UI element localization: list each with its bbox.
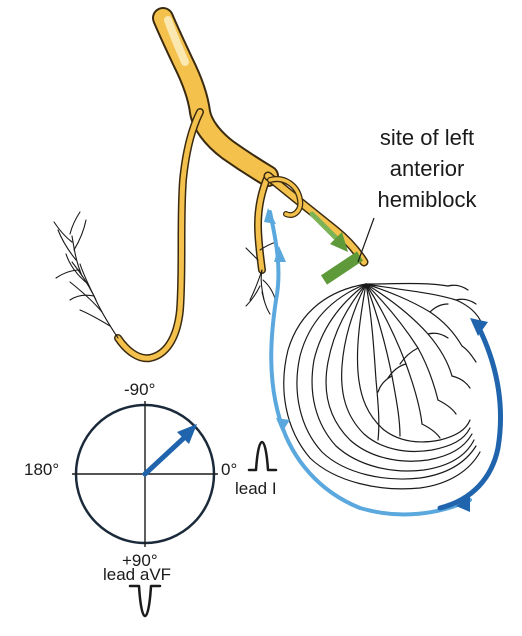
- lead-i-complex-icon: [247, 440, 278, 472]
- axis-wheel: [72, 401, 218, 547]
- block-arrow-head-icon: [330, 232, 348, 252]
- qrs-axis-arrow-head-icon: [177, 424, 197, 444]
- his-bundle-highlight: [164, 16, 189, 66]
- block-arrow-shaft: [309, 211, 341, 243]
- activation-pathway: [264, 208, 503, 517]
- block-site-label: site of left anterior hemiblock: [352, 122, 502, 215]
- label-leader-line: [357, 217, 375, 263]
- axis-label-180: 180°: [24, 460, 60, 479]
- block-bar: [320, 251, 364, 285]
- dark-blue-arrow-mid-icon: [456, 496, 470, 512]
- left-posterior-fascicle: [255, 173, 271, 273]
- conduction-system: [114, 7, 369, 363]
- activation-path-dark: [437, 323, 503, 511]
- axis-label-0: 0°: [221, 460, 238, 479]
- lead-avf-complex-icon: [128, 584, 162, 618]
- light-blue-arrow-mid-1-icon: [274, 246, 286, 262]
- activation-path-light: [268, 210, 472, 517]
- light-blue-arrow-mid-2-icon: [276, 418, 290, 432]
- septal-loop: [268, 177, 303, 217]
- light-blue-arrow-head-icon: [264, 208, 276, 224]
- right-bundle-branch: [115, 109, 203, 361]
- block-site-label-line-3: hemiblock: [377, 187, 477, 212]
- block-site-label-line-2: anterior: [389, 156, 465, 181]
- block-site-marker: [309, 211, 364, 285]
- block-site-label-line-1: site of left: [379, 125, 475, 150]
- lead-i-label: lead I: [235, 479, 277, 498]
- lead-avf-label: lead aVF: [103, 565, 172, 584]
- left-ventricle-purkinje-network: [283, 282, 483, 490]
- axis-label-minus-90: -90°: [124, 380, 156, 399]
- axis-label-plus-90: +90°: [122, 551, 158, 570]
- left-anterior-fascicle: [265, 173, 367, 265]
- right-purkinje-fibers: [53, 211, 119, 339]
- qrs-axis-vector: [142, 433, 189, 477]
- dark-blue-arrow-head-icon: [470, 318, 488, 336]
